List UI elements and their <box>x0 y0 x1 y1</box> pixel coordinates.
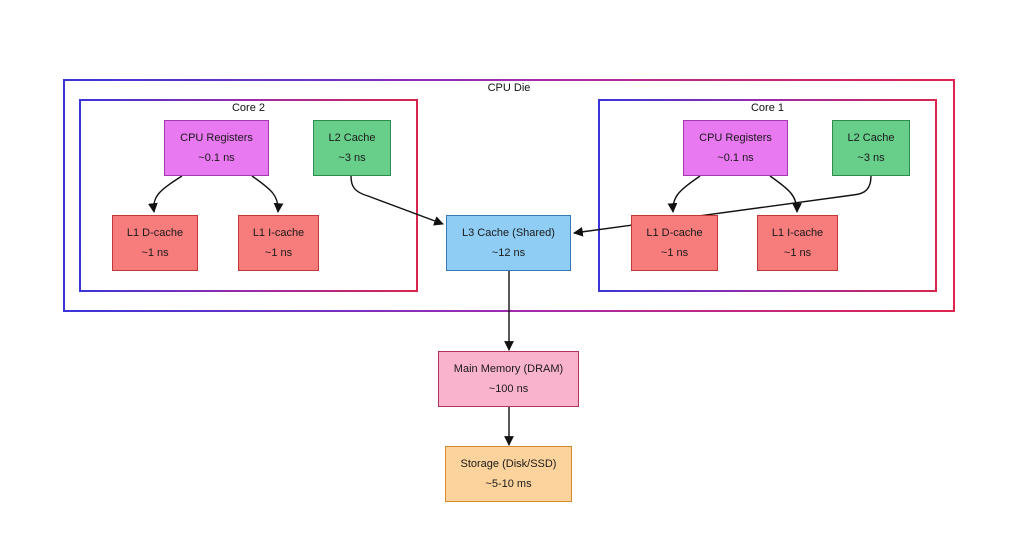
node-latency: ~1 ns <box>264 247 293 259</box>
l3-cache-shared-node: L3 Cache (Shared) ~12 ns <box>446 215 571 271</box>
node-name: CPU Registers <box>699 132 772 144</box>
cpu-die-title: CPU Die <box>487 82 531 94</box>
core-1-l1-icache-node: L1 I-cache ~1 ns <box>757 215 838 271</box>
main-memory-dram-node: Main Memory (DRAM) ~100 ns <box>438 351 579 407</box>
node-latency: ~3 ns <box>338 152 366 164</box>
node-latency: ~0.1 ns <box>198 152 235 164</box>
core-1-l1-dcache-node: L1 D-cache ~1 ns <box>631 215 718 271</box>
core-1-l2-cache-node: L2 Cache ~3 ns <box>832 120 910 176</box>
node-name: Main Memory (DRAM) <box>453 363 564 375</box>
core-2-cpu-registers-node: CPU Registers ~0.1 ns <box>164 120 269 176</box>
node-name: CPU Registers <box>180 132 253 144</box>
core-1-title: Core 1 <box>750 102 785 114</box>
node-name: L1 D-cache <box>126 227 184 239</box>
core-1-cpu-registers-node: CPU Registers ~0.1 ns <box>683 120 788 176</box>
core-2-l2-cache-node: L2 Cache ~3 ns <box>313 120 391 176</box>
core-2-title: Core 2 <box>231 102 266 114</box>
node-name: L1 D-cache <box>646 227 703 239</box>
node-latency: ~1 ns <box>660 247 689 259</box>
node-name: L1 I-cache <box>771 227 824 239</box>
node-latency: ~3 ns <box>857 152 885 164</box>
node-latency: ~100 ns <box>488 383 529 395</box>
node-latency: ~1 ns <box>783 247 812 259</box>
storage-disk-ssd-node: Storage (Disk/SSD) ~5-10 ms <box>445 446 572 502</box>
node-name: L2 Cache <box>328 132 376 144</box>
node-latency: ~1 ns <box>141 247 169 259</box>
node-name: Storage (Disk/SSD) <box>460 458 557 470</box>
node-name: L3 Cache (Shared) <box>462 227 555 239</box>
core-2-l1-dcache-node: L1 D-cache ~1 ns <box>112 215 198 271</box>
core-2-l1-icache-node: L1 I-cache ~1 ns <box>238 215 319 271</box>
node-latency: ~5-10 ms <box>485 478 532 490</box>
node-latency: ~0.1 ns <box>717 152 754 164</box>
node-latency: ~12 ns <box>491 247 526 259</box>
node-name: L1 I-cache <box>252 227 305 239</box>
node-name: L2 Cache <box>847 132 895 144</box>
